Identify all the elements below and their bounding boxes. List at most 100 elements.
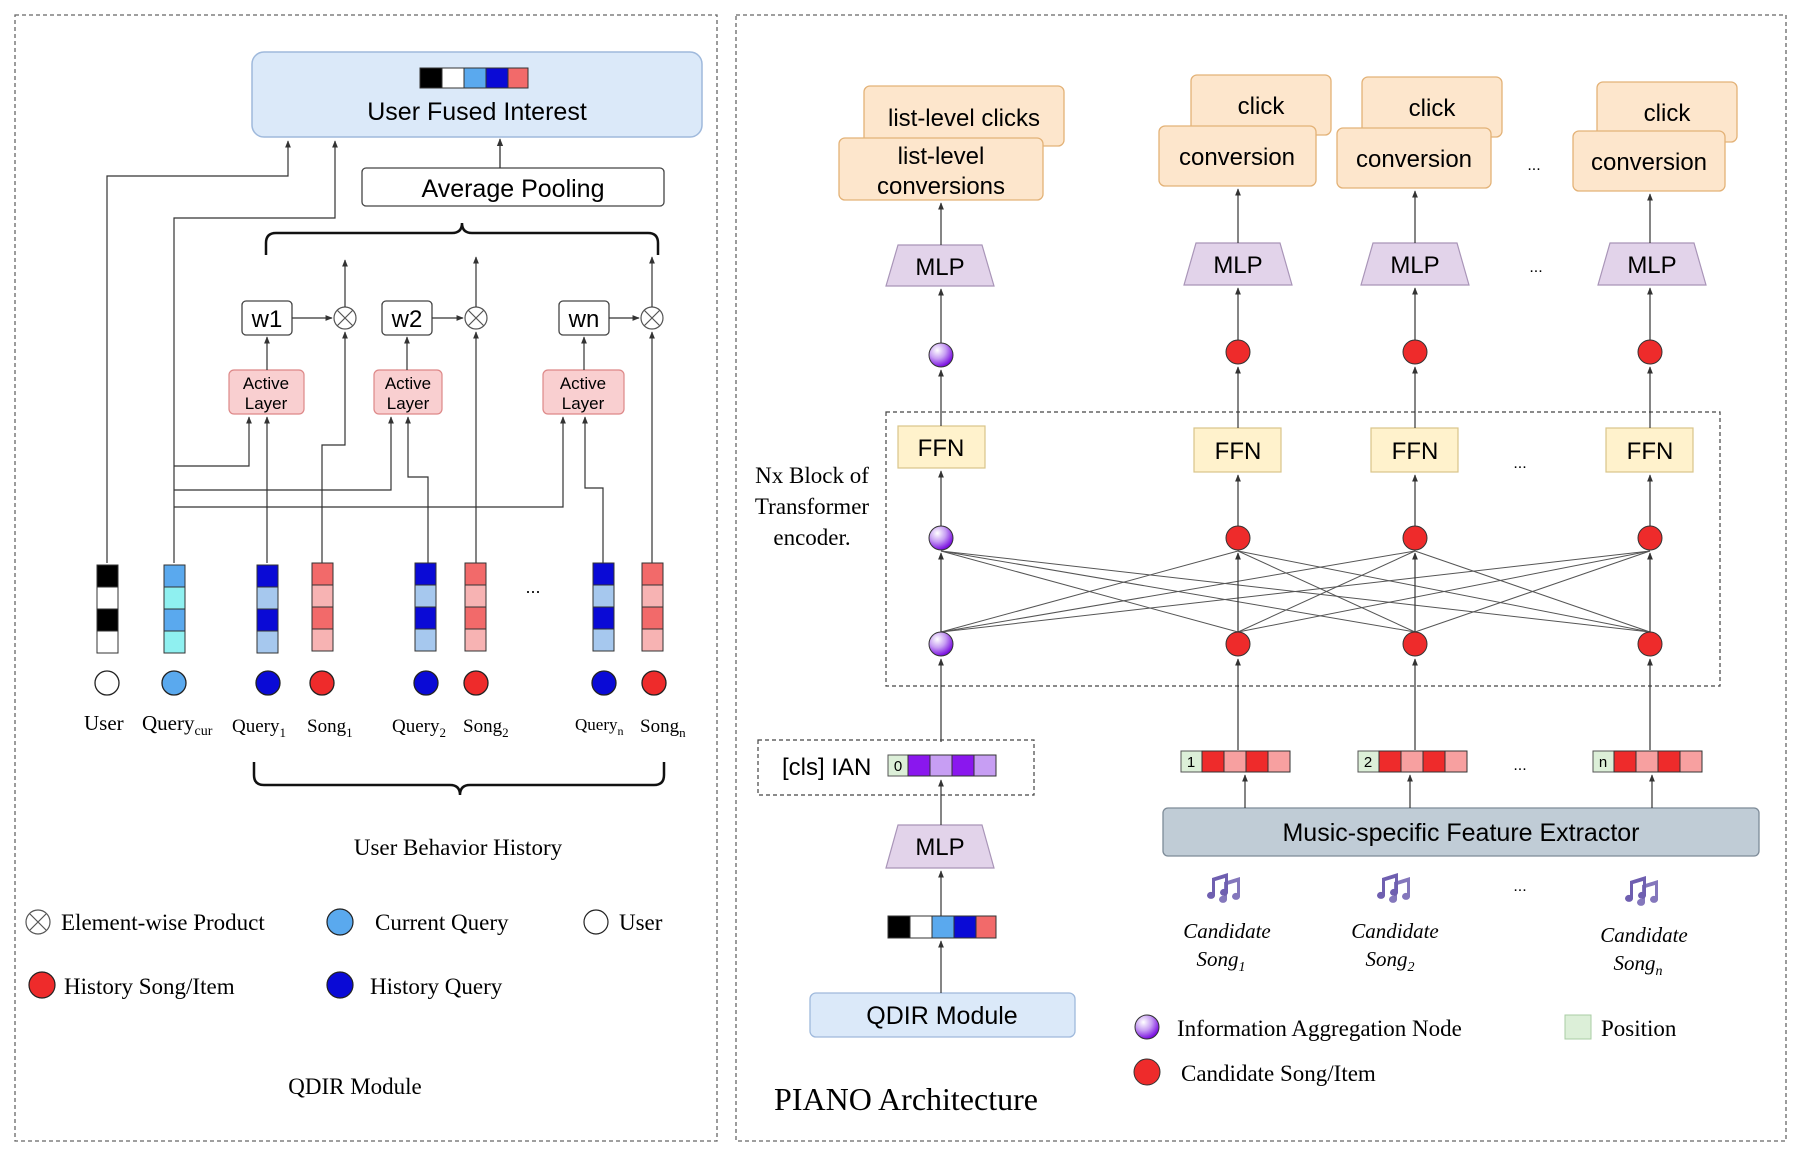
ffn-song-2: FFN [1370, 427, 1459, 473]
ellipsis: ... [525, 577, 540, 597]
candidate-node [1637, 525, 1663, 551]
svg-text:conversions: conversions [877, 173, 1005, 200]
legend-user-dot [583, 909, 609, 935]
svg-text:Layer: Layer [562, 394, 605, 413]
ellipsis: ... [1513, 757, 1526, 774]
block-label-line2: Transformer [755, 494, 869, 519]
candidate-node [1402, 525, 1428, 551]
mlp-song-n: MLP [1597, 242, 1707, 286]
music-note-icon [1377, 873, 1411, 903]
svg-text:MLP: MLP [1390, 252, 1439, 279]
candidate1-vector [1201, 750, 1291, 773]
cls-output-node [928, 342, 954, 368]
list-level-conversions-box: list-level conversions [838, 137, 1044, 201]
song2-vector [464, 562, 487, 652]
legend-candidate-dot [1133, 1058, 1161, 1086]
ffn-song-n: FFN [1605, 427, 1694, 473]
query-cur-vector [163, 564, 186, 654]
legend-history-query: History Query [370, 974, 503, 999]
candidaten-vector [1613, 750, 1703, 773]
queryn-vector [592, 562, 615, 652]
candidate2-vector [1378, 750, 1468, 773]
song1-node [309, 670, 335, 696]
legend-candidate: Candidate Song/Item [1181, 1061, 1376, 1086]
svg-text:FFN: FFN [1215, 438, 1262, 465]
candidate-song-1: Song1 [1197, 947, 1246, 975]
legend-current-query: Current Query [375, 910, 509, 935]
label-song2: Song2 [463, 716, 509, 740]
mlp-cls: MLP [885, 244, 995, 287]
songn-node [641, 670, 667, 696]
qdir-module-box [809, 992, 1076, 1038]
weight-wn: wn [558, 300, 610, 336]
click-box-1: click [1190, 74, 1332, 136]
svg-text:MLP: MLP [1213, 252, 1262, 279]
conversion-box-n: conversion [1572, 130, 1726, 192]
product-icon [25, 909, 51, 935]
legend-current-query-dot [326, 908, 354, 936]
candidate-node [1225, 525, 1251, 551]
user-node [94, 670, 120, 696]
candidate-song-n: Songn [1614, 951, 1663, 979]
block-label-line1: Nx Block of [755, 463, 869, 488]
query2-node [413, 670, 439, 696]
ellipsis: ... [1527, 157, 1540, 174]
position-0: 0 [887, 754, 909, 777]
mlp-query: MLP [885, 824, 995, 869]
position-2: 2 [1357, 750, 1380, 773]
label-query1: Query1 [232, 716, 286, 740]
svg-text:click: click [1238, 93, 1286, 120]
svg-text:Active: Active [385, 374, 431, 393]
product-icon [333, 306, 357, 330]
user-behavior-history-label: User Behavior History [354, 835, 563, 860]
svg-text:1: 1 [1187, 754, 1195, 771]
active-layer-n: Active Layer [542, 369, 625, 415]
user-fused-interest-box [251, 51, 703, 138]
label-user: User [84, 711, 124, 735]
ellipsis: ... [1513, 455, 1526, 472]
svg-text:w1: w1 [251, 306, 283, 333]
active-layer-1: Active Layer [228, 369, 305, 415]
qdir-caption: QDIR Module [288, 1074, 422, 1099]
click-box-n: click [1596, 81, 1738, 143]
ffn-cls: FFN [897, 425, 986, 469]
block-label-line3: encoder. [773, 525, 850, 550]
qdir-module-label: QDIR Module [866, 1002, 1017, 1030]
mlp-song-2: MLP [1360, 242, 1470, 286]
legend-history-song-dot [28, 971, 56, 999]
legend-history-song: History Song/Item [64, 974, 235, 999]
feature-extractor-box [1162, 807, 1760, 857]
candidate-node [1637, 631, 1663, 657]
svg-text:wn: wn [568, 306, 600, 333]
mlp-song-1: MLP [1183, 242, 1293, 286]
legend-position-swatch [1564, 1014, 1592, 1040]
candidate-song-2: Song2 [1366, 947, 1415, 975]
query2-vector [414, 562, 437, 652]
cls-ian-box [757, 739, 1035, 796]
conversion-box-2: conversion [1336, 127, 1492, 189]
candidate-node [1402, 631, 1428, 657]
svg-text:MLP: MLP [915, 254, 964, 281]
label-song1: Song1 [307, 716, 353, 740]
position-1: 1 [1180, 750, 1203, 773]
attention-connections [940, 550, 1651, 633]
piano-panel [735, 14, 1787, 1142]
transformer-block [885, 411, 1721, 687]
candidate-node [1225, 631, 1251, 657]
song-output-node [1225, 339, 1251, 365]
svg-text:Active: Active [560, 374, 606, 393]
conversion-box-1: conversion [1158, 125, 1317, 187]
song1-vector [311, 562, 334, 652]
weight-w1: w1 [241, 300, 293, 336]
legend-element-wise: Element-wise Product [61, 910, 265, 935]
svg-text:conversion: conversion [1179, 144, 1295, 171]
user-fused-interest-label: User Fused Interest [367, 98, 587, 126]
svg-text:list-level: list-level [898, 143, 985, 170]
pooling-brace [264, 222, 660, 255]
music-note-icon [1207, 873, 1241, 903]
svg-text:click: click [1409, 95, 1457, 122]
cls-ian-label: [cls] IAN [782, 754, 871, 781]
candidate-label-1: Candidate [1183, 919, 1271, 943]
svg-text:Layer: Layer [387, 394, 430, 413]
label-query2: Query2 [392, 716, 446, 740]
